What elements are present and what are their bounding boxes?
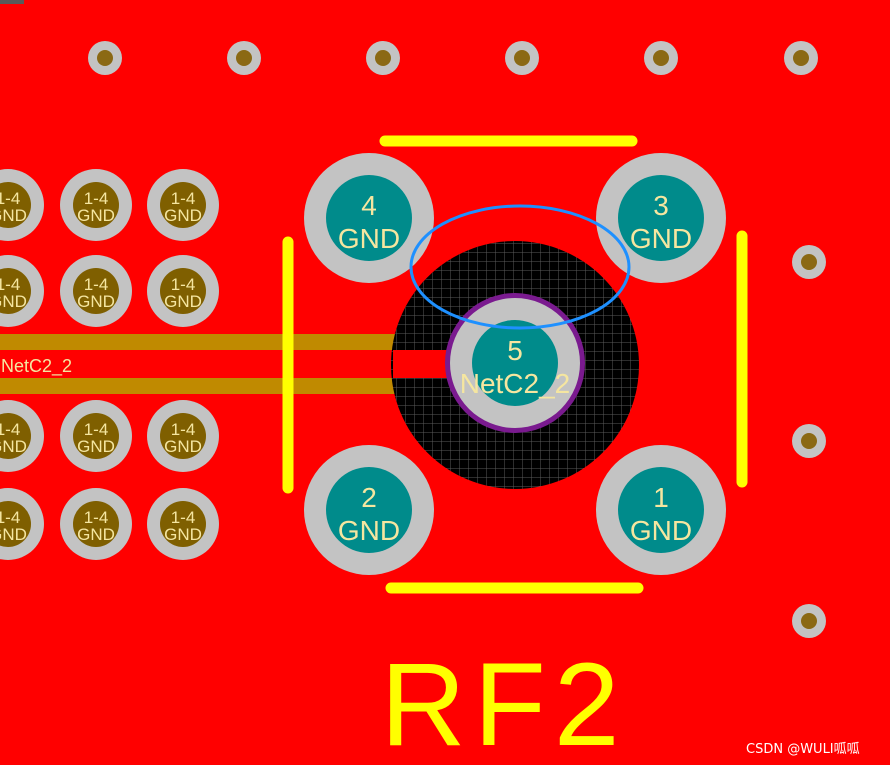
small-pad-label-top: 1-4 — [0, 508, 20, 527]
via[interactable] — [366, 41, 400, 75]
small-pad-label-bottom: GND — [164, 292, 202, 311]
pad-net: GND — [630, 515, 692, 546]
component-designator: RF2 — [381, 639, 628, 765]
small-pad-label-top: 1-4 — [171, 275, 196, 294]
via-row-top — [88, 41, 818, 75]
via-column-right — [792, 245, 826, 638]
small-pad-label-top: 1-4 — [84, 189, 109, 208]
pad-number: 1 — [653, 482, 669, 513]
connector-pad-4[interactable]: 4 GND — [304, 153, 434, 283]
small-pad-label-bottom: GND — [77, 206, 115, 225]
connector-pad-1[interactable]: 1 GND — [596, 445, 726, 575]
pad-number: 2 — [361, 482, 377, 513]
pad-net: GND — [338, 515, 400, 546]
connector-pad-2[interactable]: 2 GND — [304, 445, 434, 575]
pad-net: GND — [338, 223, 400, 254]
via[interactable] — [505, 41, 539, 75]
small-pad-label-bottom: GND — [164, 206, 202, 225]
small-pad-grid: 1-4GND1-4GND1-4GND1-4GND1-4GND1-4GND1-4G… — [0, 169, 219, 560]
trace-net-label: NetC2_2 — [1, 356, 72, 377]
small-pad-label-top: 1-4 — [171, 508, 196, 527]
via[interactable] — [88, 41, 122, 75]
small-pad-label-bottom: GND — [0, 437, 27, 456]
silkscreen-outline — [282, 135, 748, 594]
via[interactable] — [792, 424, 826, 458]
via[interactable] — [784, 41, 818, 75]
trace-pair: NetC2_2 — [0, 334, 395, 394]
pad-net: GND — [630, 223, 692, 254]
small-pad-label-bottom: GND — [77, 525, 115, 544]
small-pad-label-bottom: GND — [0, 206, 27, 225]
connector-pad-5-center[interactable]: 5 NetC2_2 — [445, 293, 585, 433]
small-pad-label-bottom: GND — [164, 437, 202, 456]
small-pad-label-bottom: GND — [164, 525, 202, 544]
small-pad-label-top: 1-4 — [84, 420, 109, 439]
via[interactable] — [792, 245, 826, 279]
pad-number: 3 — [653, 190, 669, 221]
highlight-ellipse — [409, 204, 631, 330]
small-pad-label-top: 1-4 — [0, 189, 20, 208]
trace-upper[interactable] — [0, 334, 395, 350]
pad-number: 5 — [507, 335, 523, 366]
small-pad-label-bottom: GND — [0, 292, 27, 311]
connector-pad-3[interactable]: 3 GND — [596, 153, 726, 283]
small-pad-label-top: 1-4 — [84, 275, 109, 294]
small-pad-label-top: 1-4 — [0, 420, 20, 439]
small-pad-label-top: 1-4 — [84, 508, 109, 527]
small-pad-label-top: 1-4 — [171, 189, 196, 208]
pad-number: 4 — [361, 190, 377, 221]
watermark: CSDN @WULI呱呱 — [746, 742, 860, 757]
via[interactable] — [227, 41, 261, 75]
pad-net: NetC2_2 — [460, 368, 571, 399]
small-pad-label-bottom: GND — [77, 292, 115, 311]
via[interactable] — [792, 604, 826, 638]
small-pad-label-top: 1-4 — [0, 275, 20, 294]
small-pad-label-bottom: GND — [0, 525, 27, 544]
small-pad-label-top: 1-4 — [171, 420, 196, 439]
small-pad-label-bottom: GND — [77, 437, 115, 456]
via[interactable] — [644, 41, 678, 75]
trace-lower[interactable] — [0, 378, 395, 394]
board-corner-marker — [0, 0, 24, 4]
